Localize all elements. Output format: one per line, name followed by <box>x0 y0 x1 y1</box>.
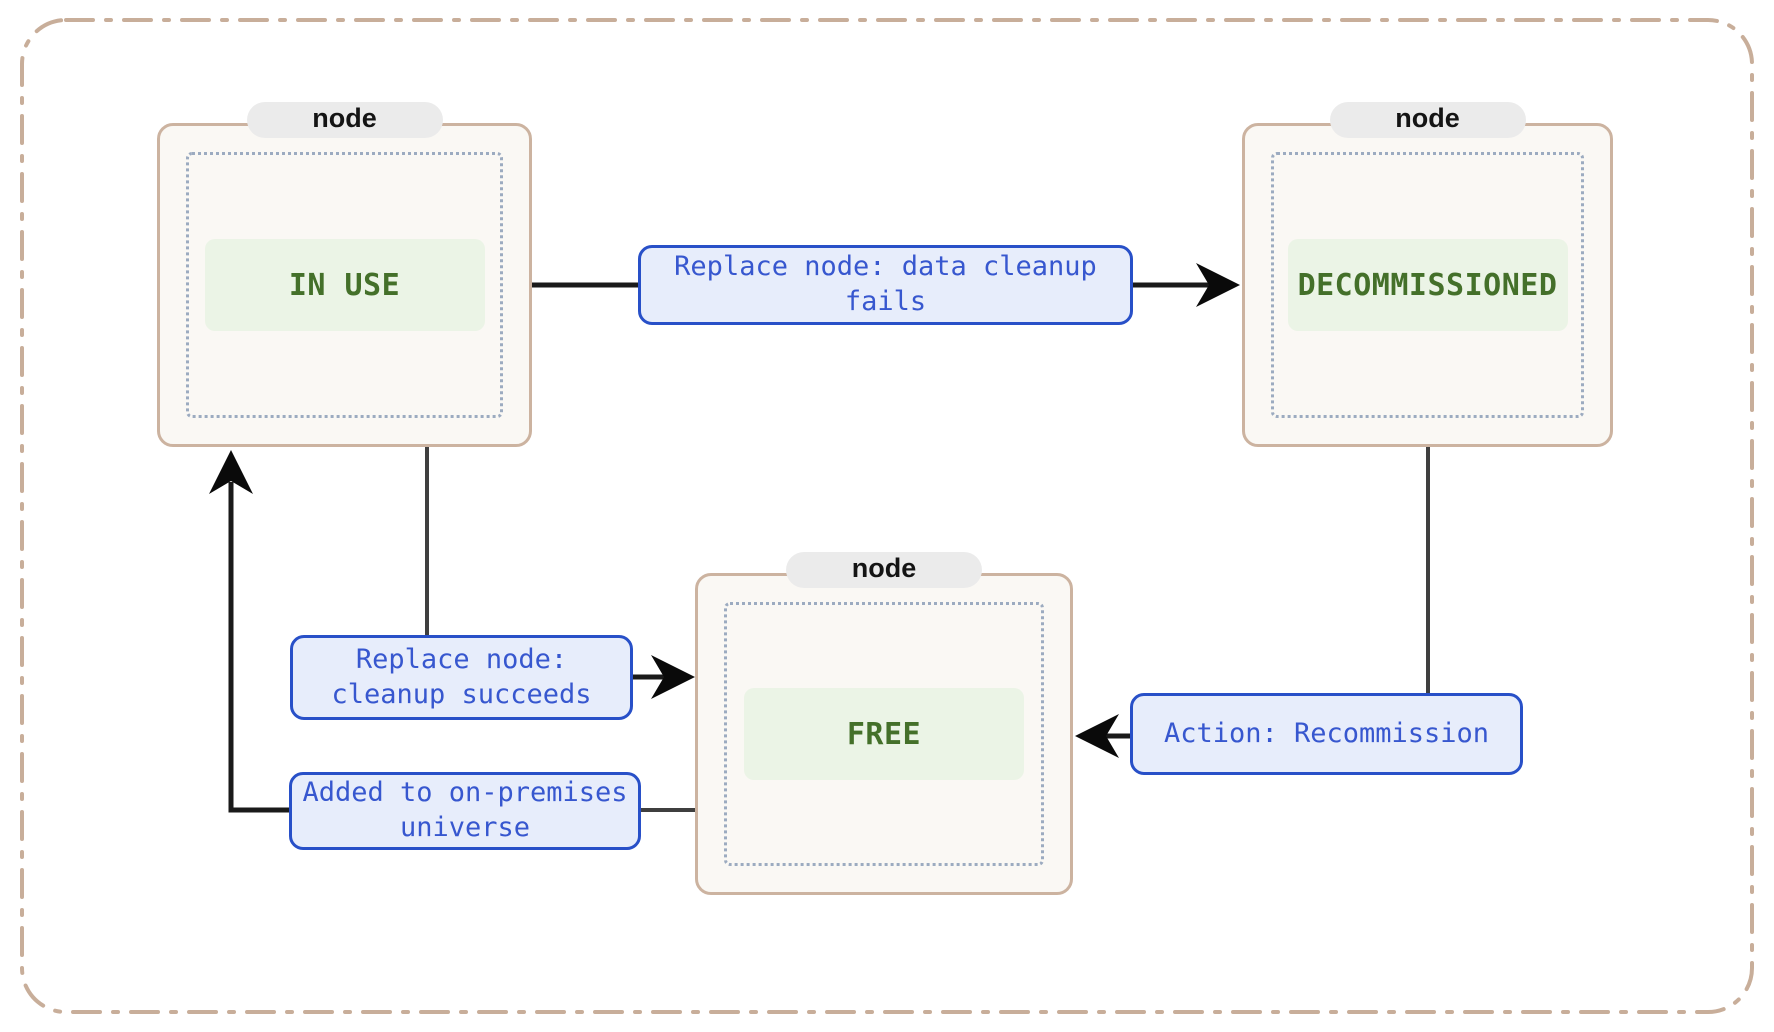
edge-label-replace-node-cleanup-succeeds: Replace node: cleanup succeeds <box>290 635 633 720</box>
edge-label-added-to-on-premises-universe: Added to on-premises universe <box>289 772 641 850</box>
edge-label-action-recommission: Action: Recommission <box>1130 693 1523 775</box>
node-card-decommissioned: node DECOMMISSIONED <box>1242 102 1613 447</box>
edge-line-added-to-corner <box>228 482 289 813</box>
state-pill-decommissioned: DECOMMISSIONED <box>1287 239 1568 331</box>
state-label-in-use: IN USE <box>288 267 401 303</box>
arrowhead-into-decommissioned <box>1196 263 1240 307</box>
node-tab: node <box>246 102 443 138</box>
node-tab-label: node <box>1395 102 1460 133</box>
node-tab: node <box>786 552 982 588</box>
node-card-in-use: node IN USE <box>157 102 532 447</box>
arrowhead-into-inuse-bottom <box>209 450 253 494</box>
node-tab-label: node <box>851 552 917 583</box>
state-label-free: FREE <box>846 716 922 752</box>
node-card-free: node FREE <box>695 552 1073 895</box>
node-tab-label: node <box>312 102 377 133</box>
state-pill-free: FREE <box>744 688 1024 780</box>
arrowhead-into-free-left <box>651 655 695 699</box>
state-label-decommissioned: DECOMMISSIONED <box>1297 267 1558 303</box>
state-pill-in-use: IN USE <box>204 239 485 331</box>
arrowhead-into-free-right <box>1075 714 1119 758</box>
edge-label-replace-node-data-cleanup-fails: Replace node: data cleanup fails <box>638 245 1133 325</box>
node-tab: node <box>1329 102 1526 138</box>
